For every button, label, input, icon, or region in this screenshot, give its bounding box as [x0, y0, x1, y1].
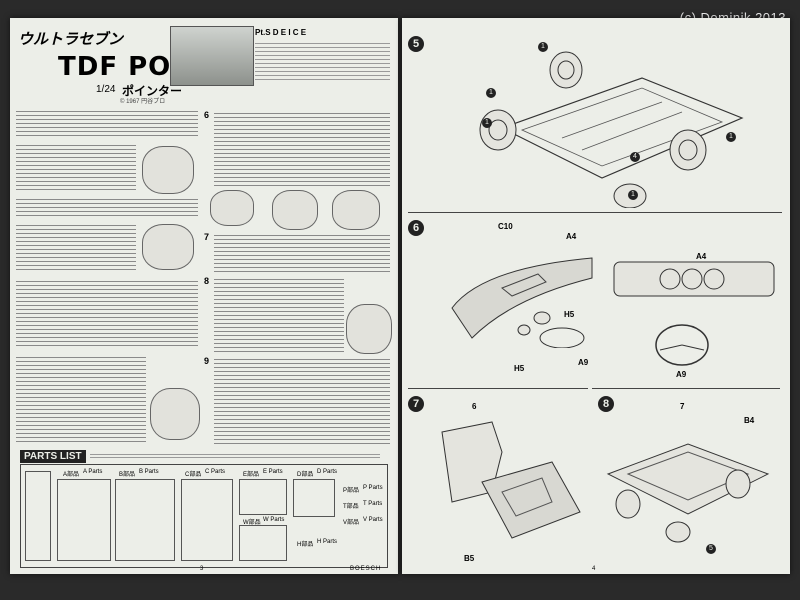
- instructions-text-1: [16, 142, 136, 190]
- instructions-text-5: [16, 354, 146, 444]
- step-badge: 5: [408, 36, 424, 52]
- part-reference: B4: [744, 416, 755, 425]
- parts-label: A Parts: [83, 469, 103, 475]
- cartoon-illustration: [210, 190, 254, 226]
- dashboard-front-drawing: [613, 261, 775, 297]
- parts-label: C部品: [185, 472, 202, 478]
- parts-label: C Parts: [205, 469, 226, 475]
- part-reference: 7: [680, 402, 685, 411]
- sprue-drawing: [239, 525, 287, 561]
- parts-list-note: [90, 452, 380, 460]
- sprue-drawing: [57, 479, 111, 561]
- parts-list: A部品 A Parts B部品 B Parts C部品 C Parts E部品 …: [20, 464, 388, 568]
- parts-list-header: PARTS LIST: [20, 450, 86, 463]
- parts-label: W部品: [243, 520, 261, 526]
- cartoon-illustration: [150, 388, 200, 440]
- kit-scale: 1/24: [96, 84, 116, 95]
- part-reference: B5: [464, 554, 475, 563]
- parts-label: T Parts: [363, 501, 383, 507]
- step-number: 8: [204, 276, 210, 286]
- callout-marker: 5: [706, 544, 716, 554]
- part-reference: A9: [578, 358, 589, 367]
- step-divider: [592, 388, 780, 389]
- page-number: 3: [200, 566, 204, 572]
- step-8-text: [214, 276, 344, 352]
- parts-label: V Parts: [363, 517, 383, 523]
- chassis-drawing: [479, 51, 744, 208]
- kit-japanese-name: ポインター: [122, 84, 183, 98]
- cartoon-illustration: [346, 304, 392, 354]
- step-9-text: [214, 356, 390, 444]
- cartoon-illustration: [332, 190, 380, 230]
- sprue-drawing: [239, 479, 287, 515]
- series-logo: ウルトラセブン: [18, 31, 124, 48]
- step-number: 9: [204, 356, 210, 366]
- sprue-drawing: [115, 479, 175, 561]
- sprue-drawing: [293, 479, 335, 517]
- sprue-drawing: [25, 471, 51, 561]
- instructions-text-2: [16, 196, 198, 218]
- cartoon-illustration: [272, 190, 318, 230]
- parts-label: W Parts: [263, 517, 285, 523]
- part-reference: A4: [566, 232, 577, 241]
- instructions-text-3: [16, 222, 136, 272]
- parts-label: E Parts: [263, 469, 283, 475]
- parts-label: B Parts: [139, 469, 159, 475]
- step-divider: [408, 212, 782, 213]
- callout-marker: 1: [538, 42, 548, 52]
- callout-marker: 1: [482, 118, 492, 128]
- right-page: 5 1 1 1 1 4 1 6 C10 A4 H5 H5 A9 A4: [402, 18, 790, 574]
- cartoon-illustration: [142, 146, 194, 194]
- parts-label: T部品: [343, 504, 359, 510]
- step-number: 6: [204, 110, 210, 120]
- parts-label: V部品: [343, 520, 360, 526]
- brand-footer: BOESCH: [350, 566, 382, 572]
- step-number: 7: [204, 232, 210, 242]
- callout-marker: 1: [486, 88, 496, 98]
- parts-label: D Parts: [317, 469, 338, 475]
- maker-text-block: [255, 40, 390, 80]
- parts-label: H部品: [297, 542, 314, 548]
- sprue-drawing: [181, 479, 233, 561]
- box-art-image: [170, 26, 254, 86]
- parts-label: A部品: [63, 472, 80, 478]
- part-reference: A9: [676, 370, 687, 379]
- step-7-text: [214, 232, 390, 272]
- part-reference: 6: [472, 402, 477, 411]
- step-badge: 6: [408, 220, 424, 236]
- left-page: ウルトラセブン TDF PO-1 1/24 ポインター © 1967 円谷プロ …: [10, 18, 398, 574]
- part-reference: C10: [498, 222, 513, 231]
- callout-marker: 1: [726, 132, 736, 142]
- dashboard-drawing: [451, 257, 593, 348]
- parts-label: B部品: [119, 472, 136, 478]
- parts-label: H Parts: [317, 539, 338, 545]
- page-number: 4: [592, 566, 596, 572]
- cartoon-illustration: [142, 224, 194, 270]
- step-divider: [408, 388, 588, 389]
- interior-tub-drawing: [441, 421, 581, 539]
- intro-text: [16, 108, 198, 136]
- parts-label: E部品: [243, 472, 260, 478]
- parts-label: D部品: [297, 472, 314, 478]
- callout-marker: 1: [628, 190, 638, 200]
- body-assembly-drawing: [606, 443, 770, 543]
- step-6-text: [214, 110, 390, 186]
- maker-label: Pt.S D E I C E: [255, 28, 307, 37]
- part-reference: H5: [514, 364, 525, 373]
- part-reference: A4: [696, 252, 707, 261]
- parts-label: P部品: [343, 488, 360, 494]
- part-reference: H5: [564, 310, 575, 319]
- step-badge: 7: [408, 396, 424, 412]
- parts-label: P Parts: [363, 485, 383, 491]
- copyright: © 1967 円谷プロ: [120, 99, 166, 105]
- step-badge: 8: [598, 396, 614, 412]
- instructions-text-4: [16, 278, 198, 348]
- callout-marker: 4: [630, 152, 640, 162]
- steering-wheel-drawing: [655, 324, 709, 366]
